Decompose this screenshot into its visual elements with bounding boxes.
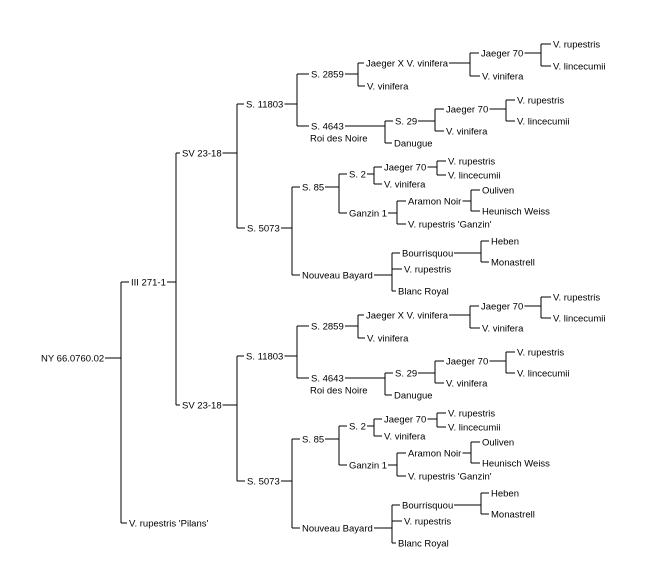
node-label-s-11803: S. 11803 [246,352,283,363]
node-label-iii-271-1: III 271-1 [131,278,166,289]
node-label-s-5073: S. 5073 [247,224,280,235]
node-label-roi-des-noire: Roi des Noire [310,386,368,397]
node-label-jaeger-70: Jaeger 70 [481,49,523,60]
node-label-v-lincecumii: V. lincecumii [517,117,569,128]
node-label-aramon-noir: Aramon Noir [408,197,461,208]
node-label-v-vinifera: V. vinifera [384,180,426,191]
node-label-v-rupestris: V. rupestris [404,517,451,528]
node-label-blanc-royal: Blanc Royal [398,539,449,550]
node-label-jaeger-70: Jaeger 70 [384,415,426,426]
node-label-s-4643: S. 4643 [311,374,344,385]
node-label-v-vinifera: V. vinifera [367,82,409,93]
node-label-nouveau-bayard: Nouveau Bayard [302,271,373,282]
node-label-v-vinifera: V. vinifera [367,334,409,345]
node-label-v-vinifera: V. vinifera [446,379,488,390]
node-label-v-rupestris: V. rupestris [448,409,495,420]
node-label-s-11803: S. 11803 [246,100,283,111]
node-label-v-lincecumii: V. lincecumii [448,423,500,434]
node-label-v-lincecumii: V. lincecumii [448,171,500,182]
node-label-nouveau-bayard: Nouveau Bayard [302,524,373,535]
node-label-monastrell: Monastrell [491,510,535,521]
node-label-danugue: Danugue [394,139,433,150]
node-label-v-rupestris-ganzin: V. rupestris 'Ganzin' [408,220,492,231]
node-label-sv-23-18: SV 23-18 [182,149,222,160]
node-label-s-85: S. 85 [302,435,324,446]
node-label-s-29: S. 29 [395,117,417,128]
node-label-v-lincecumii: V. lincecumii [553,314,605,325]
node-label-v-vinifera: V. vinifera [482,72,524,83]
connector-lines [105,43,551,544]
node-label-v-rupestris: V. rupestris [553,293,600,304]
node-label-v-rupestris: V. rupestris [553,40,600,51]
node-label-sv-23-18: SV 23-18 [182,401,222,412]
node-label-v-rupestris: V. rupestris [448,157,495,168]
node-label-jaeger-70: Jaeger 70 [384,163,426,174]
node-label-s-2: S. 2 [349,422,366,433]
node-label-v-rupestris-pilans: V. rupestris 'Pilans' [129,519,208,530]
node-label-v-lincecumii: V. lincecumii [517,369,569,380]
node-label-jaeger-x-v-vinifera: Jaeger X V. vinifera [366,311,449,322]
node-label-jaeger-70: Jaeger 70 [446,357,488,368]
node-label-ny-66-0760-02: NY 66.0760.02 [41,354,104,365]
node-label-heunisch-weiss: Heunisch Weiss [482,459,550,470]
node-label-aramon-noir: Aramon Noir [408,449,461,460]
node-label-ganzin-1: Ganzin 1 [349,209,387,220]
node-label-jaeger-x-v-vinifera: Jaeger X V. vinifera [366,59,449,70]
node-label-monastrell: Monastrell [491,258,535,269]
node-label-v-rupestris-ganzin: V. rupestris 'Ganzin' [408,472,492,483]
node-label-bourrisquou: Bourrisquou [402,501,453,512]
node-label-v-rupestris: V. rupestris [404,265,451,276]
node-label-heunisch-weiss: Heunisch Weiss [482,207,550,218]
node-label-v-vinifera: V. vinifera [446,127,488,138]
node-label-blanc-royal: Blanc Royal [398,287,449,298]
node-label-v-lincecumii: V. lincecumii [553,62,605,73]
node-label-jaeger-70: Jaeger 70 [481,302,523,313]
node-label-ganzin-1: Ganzin 1 [349,461,387,472]
node-label-s-2859: S. 2859 [311,70,344,81]
node-label-s-4643: S. 4643 [311,122,344,133]
node-label-s-29: S. 29 [395,369,417,380]
node-label-heben: Heben [491,237,519,248]
node-label-ouliven: Ouliven [482,438,514,449]
node-label-danugue: Danugue [394,391,433,402]
node-label-v-rupestris: V. rupestris [517,96,564,107]
node-label-v-rupestris: V. rupestris [517,348,564,359]
node-label-s-85: S. 85 [302,183,324,194]
node-label-s-5073: S. 5073 [247,477,280,488]
node-label-s-2859: S. 2859 [311,322,344,333]
node-label-ouliven: Ouliven [482,186,514,197]
node-label-heben: Heben [491,489,519,500]
node-label-roi-des-noire: Roi des Noire [310,134,368,145]
node-label-v-vinifera: V. vinifera [482,324,524,335]
node-label-bourrisquou: Bourrisquou [402,249,453,260]
node-label-jaeger-70: Jaeger 70 [446,105,488,116]
node-label-v-vinifera: V. vinifera [384,432,426,443]
node-label-s-2: S. 2 [349,170,366,181]
